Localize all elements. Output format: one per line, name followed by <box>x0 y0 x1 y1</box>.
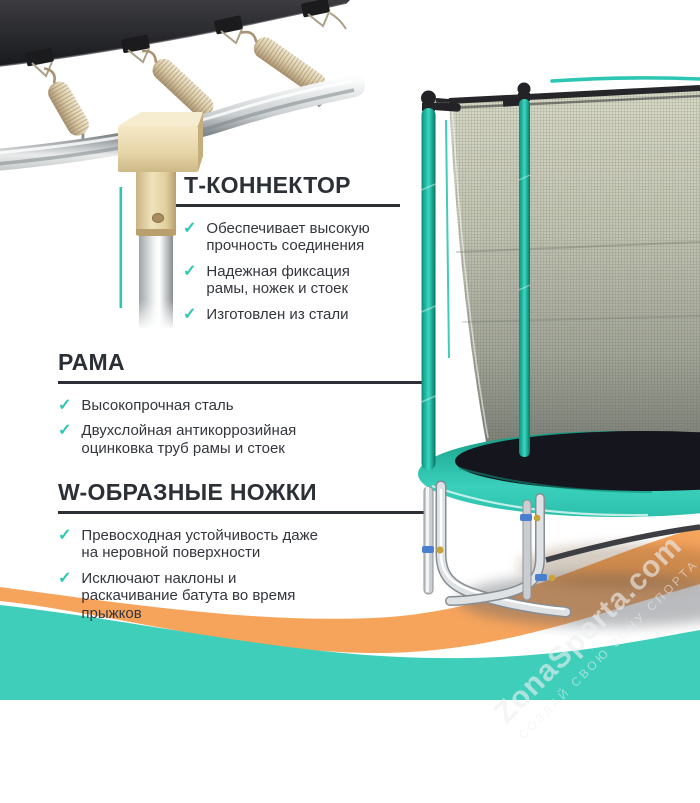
title-underline <box>176 203 400 207</box>
bullet-text: Изготовлен из стали <box>206 305 349 323</box>
bullet-item: ✓ Обеспечивает высокую прочность соедине… <box>183 220 400 255</box>
bullet-text: Надежная фиксация рамы, ножек и стоек <box>206 262 350 298</box>
bullet-item: ✓ Превосходная устойчивость даже на неро… <box>58 527 430 562</box>
check-icon: ✓ <box>183 262 197 280</box>
spring <box>240 30 326 108</box>
check-icon: ✓ <box>58 569 72 587</box>
check-icon: ✓ <box>183 305 197 323</box>
bullet-item: ✓ Исключают наклоны и раскачивание батут… <box>58 570 430 623</box>
strap-wires <box>31 11 347 78</box>
section-title: Т-КОННЕКТОР <box>184 172 351 198</box>
section-title: РАМА <box>58 349 125 375</box>
bullet-item: ✓ Высокопрочная сталь <box>58 397 430 415</box>
bullet-text: Превосходная устойчивость даже на неровн… <box>81 526 318 562</box>
bullet-list: ✓ Превосходная устойчивость даже на неро… <box>58 527 430 623</box>
bullet-text: Обеспечивает высокую прочность соединени… <box>206 219 370 255</box>
mat-straps <box>25 0 330 67</box>
bullet-item: ✓ Надежная фиксация рамы, ножек и стоек <box>183 263 400 298</box>
jumping-mat <box>455 431 700 491</box>
rear-leg-base <box>545 524 700 563</box>
net-top-edge <box>448 85 700 104</box>
trampoline-illustration <box>418 76 700 627</box>
teal-accent-line <box>119 187 123 308</box>
vertical-frame-tube <box>139 236 173 328</box>
bullet-item: ✓ Изготовлен из стали <box>183 306 400 324</box>
bullet-text: Высокопрочная сталь <box>81 396 234 414</box>
bullet-list: ✓ Обеспечивает высокую прочность соедине… <box>176 220 400 324</box>
safety-net <box>435 85 700 442</box>
connector-bolt-hole <box>151 212 165 224</box>
spring <box>141 49 214 134</box>
watermark-title: ZonaSporta.com <box>487 528 689 730</box>
pad-front-highlight <box>431 484 649 517</box>
check-icon: ✓ <box>183 219 197 237</box>
title-underline <box>58 510 430 514</box>
teal-swoosh <box>550 76 700 83</box>
bullet-item: ✓ Двухслойная антикоррозийная оцинковка … <box>58 422 430 457</box>
enclosure-pole-rear <box>502 82 531 457</box>
check-icon: ✓ <box>58 422 72 440</box>
bullet-text: Двухслойная антикоррозийная оцинковка тр… <box>81 422 297 457</box>
frame-pad <box>418 431 700 517</box>
trampoline-shadow <box>458 573 700 627</box>
leg-clamps <box>422 514 556 582</box>
bullet-list: ✓ Высокопрочная сталь ✓ Двухслойная анти… <box>58 397 430 458</box>
spec-section-w-legs: W-ОБРАЗНЫЕ НОЖКИ ✓ Превосходная устойчив… <box>58 479 430 630</box>
trampoline-mat-closeup <box>0 0 350 66</box>
page-root: { "sections": [ { "title": "Т-КОННЕКТОР"… <box>0 0 700 742</box>
spec-section-frame: РАМА ✓ Высокопрочная сталь ✓ Двухслойная… <box>58 349 430 465</box>
check-icon: ✓ <box>58 526 72 544</box>
watermark-subtitle: СОЗДАЙ СВОЮ ЗОНУ СПОРТА <box>515 556 700 743</box>
title-underline <box>58 380 430 384</box>
section-title: W-ОБРАЗНЫЕ НОЖКИ <box>58 479 317 505</box>
spring <box>43 67 89 152</box>
spec-section-t-connector: Т-КОННЕКТОР ✓ Обеспечивает высокую прочн… <box>176 172 400 331</box>
watermark: ZonaSporta.com СОЗДАЙ СВОЮ ЗОНУ СПОРТА <box>428 469 700 803</box>
frame-rail <box>0 75 365 171</box>
bullet-text: Исключают наклоны и раскачивание батута … <box>81 569 296 622</box>
thin-teal-line <box>445 119 450 359</box>
w-shaped-legs <box>422 480 572 618</box>
check-icon: ✓ <box>58 396 72 414</box>
